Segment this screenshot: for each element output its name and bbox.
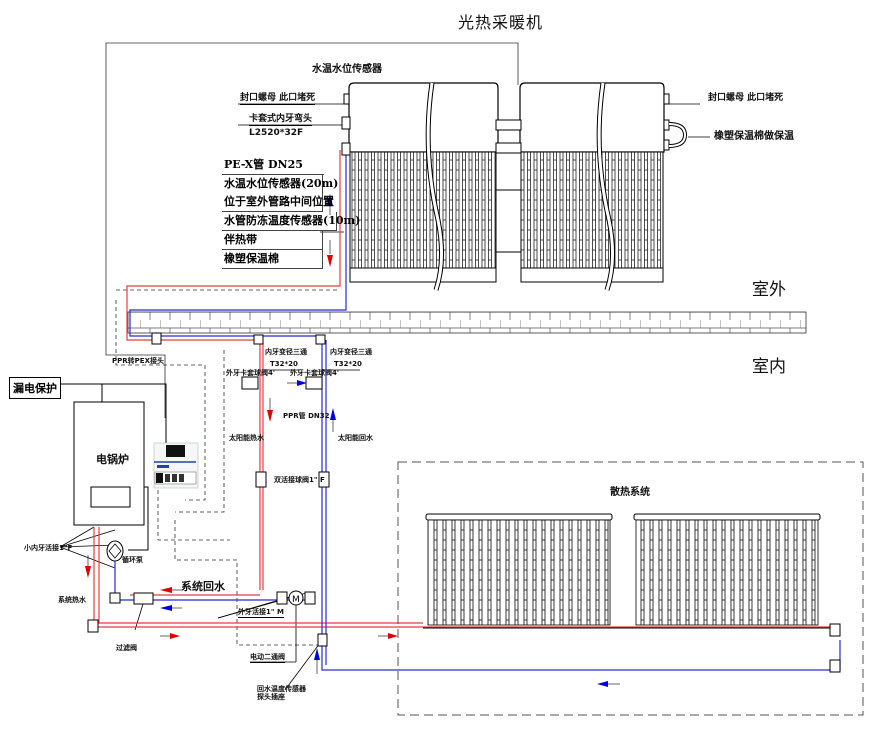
outdoor-label: 室外 [752,280,786,300]
solar-collector-right [519,82,665,291]
heating-system-boundary [397,461,864,716]
ball-valve-right-label: 外牙卡套球阀4' [290,369,340,377]
seal-nut-right-label: 封口螺母 此口堵死 [708,93,784,103]
ball-valve-left-label: 外牙卡套球阀4' [226,369,276,377]
legend-row: 伴热带 [222,231,323,250]
legend-header: PE-X管 DN25 [222,156,324,175]
arrow-left-blue-return [160,605,182,611]
union-ball-valve-label: 双活接球阀1" F [274,476,325,484]
system-return-label: 系统回水 [181,580,225,593]
elbow-spec-label: L2520*32F [249,128,304,138]
union-fitting-small-label: 小内牙活接1"F [24,544,73,552]
circulation-pump-label: 循环泵 [122,556,143,564]
arrow-left-red-return [160,587,182,593]
sensor-cables [115,289,340,646]
electric-boiler-label: 电锅炉 [96,453,129,466]
diagram-title: 光热采暖机 [458,13,544,32]
control-cable [105,42,519,418]
leakage-protection-label: 漏电保护 [9,377,61,399]
sensor-top-label: 水温水位传感器 [312,64,382,75]
arrow-right-blue-valve [287,380,307,386]
wall [127,311,807,334]
electric-boiler [51,383,167,551]
arrow-up-blue-solar [330,408,336,432]
heating-system-label: 散热系统 [610,487,650,498]
male-union-label: 外牙活接1" M [238,608,284,618]
seal-nut-left-label: 封口螺母 此口堵死 [240,93,316,105]
tee-left-label: 内牙变径三通 [265,348,307,356]
indoor-label: 室内 [752,357,786,377]
legend-row: 橡塑保温棉 [222,250,323,269]
tee-right-spec: T32*20 [334,360,362,368]
insulation-right-label: 橡塑保温棉做保温 [714,131,794,142]
ball-valves [87,116,841,673]
arrow-down-red-legend [327,240,333,267]
return-temp-sensor-label-2: 探头插座 [257,693,285,701]
svg-text:M: M [292,595,300,605]
solar-collector-left [348,82,499,291]
circulation-pump [106,540,124,562]
pipe-legend: PE-X管 DN25 水温水位传感器(20m) 位于室外管路中间位置 水管防冻温… [222,156,360,269]
legend-row: 位于室外管路中间位置 [222,193,334,212]
solar-hot-water-label: 太阳能热水 [229,434,264,442]
filter-valve-label: 过滤阀 [116,644,137,652]
controller [153,442,199,489]
arrow-up-blue-sensor [314,648,320,674]
ppr-pex-joint-label: PPR转PEX接头 [112,357,164,365]
legend-row: 水管防冻温度传感器(10m) [222,212,360,231]
filter-valve [133,592,154,605]
arrow-right-red-supply-2 [378,633,398,639]
arrow-left-blue-heating [597,681,620,687]
flow-arrows [85,194,620,687]
return-temp-sensor-label: 回水温度传感器 [257,685,306,693]
collector-connectors [343,93,688,253]
radiator-right [633,513,821,626]
arrow-right-red-supply [160,633,180,639]
elbow-fitting-label: 卡套式内牙弯头 [249,114,313,126]
electric-two-way-valve-label: 电动二通阀 [250,653,285,663]
solar-return-water-label: 太阳能回水 [338,434,373,442]
system-hot-water-label: 系统热水 [58,596,86,604]
arrow-down-red-boiler [85,555,91,578]
tee-left-spec: T32*20 [270,360,298,368]
radiator-left [423,513,840,629]
electric-two-way-valve: M [276,590,316,606]
arrow-up-blue-legend [327,194,333,215]
arrow-down-red-solar [267,398,273,422]
ppr-pipe-label: PPR管 DN32 [283,412,330,420]
tee-right-label: 内牙变径三通 [330,348,372,356]
legend-row: 水温水位传感器(20m) [222,175,338,193]
